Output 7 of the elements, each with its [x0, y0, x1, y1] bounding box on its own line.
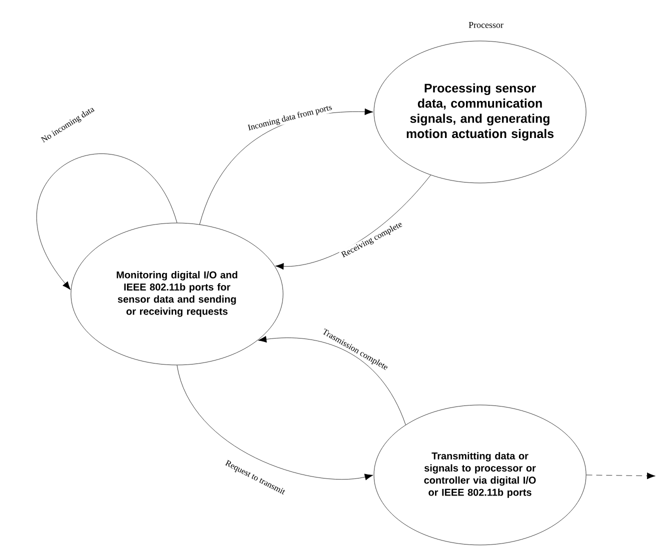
processor-label: Processor	[468, 22, 504, 28]
arrow	[37, 154, 178, 290]
arrow	[258, 336, 406, 426]
arrow	[586, 472, 656, 480]
arrow	[176, 365, 374, 480]
arrow	[275, 174, 431, 270]
edge-label: Incoming data from ports	[246, 102, 334, 134]
